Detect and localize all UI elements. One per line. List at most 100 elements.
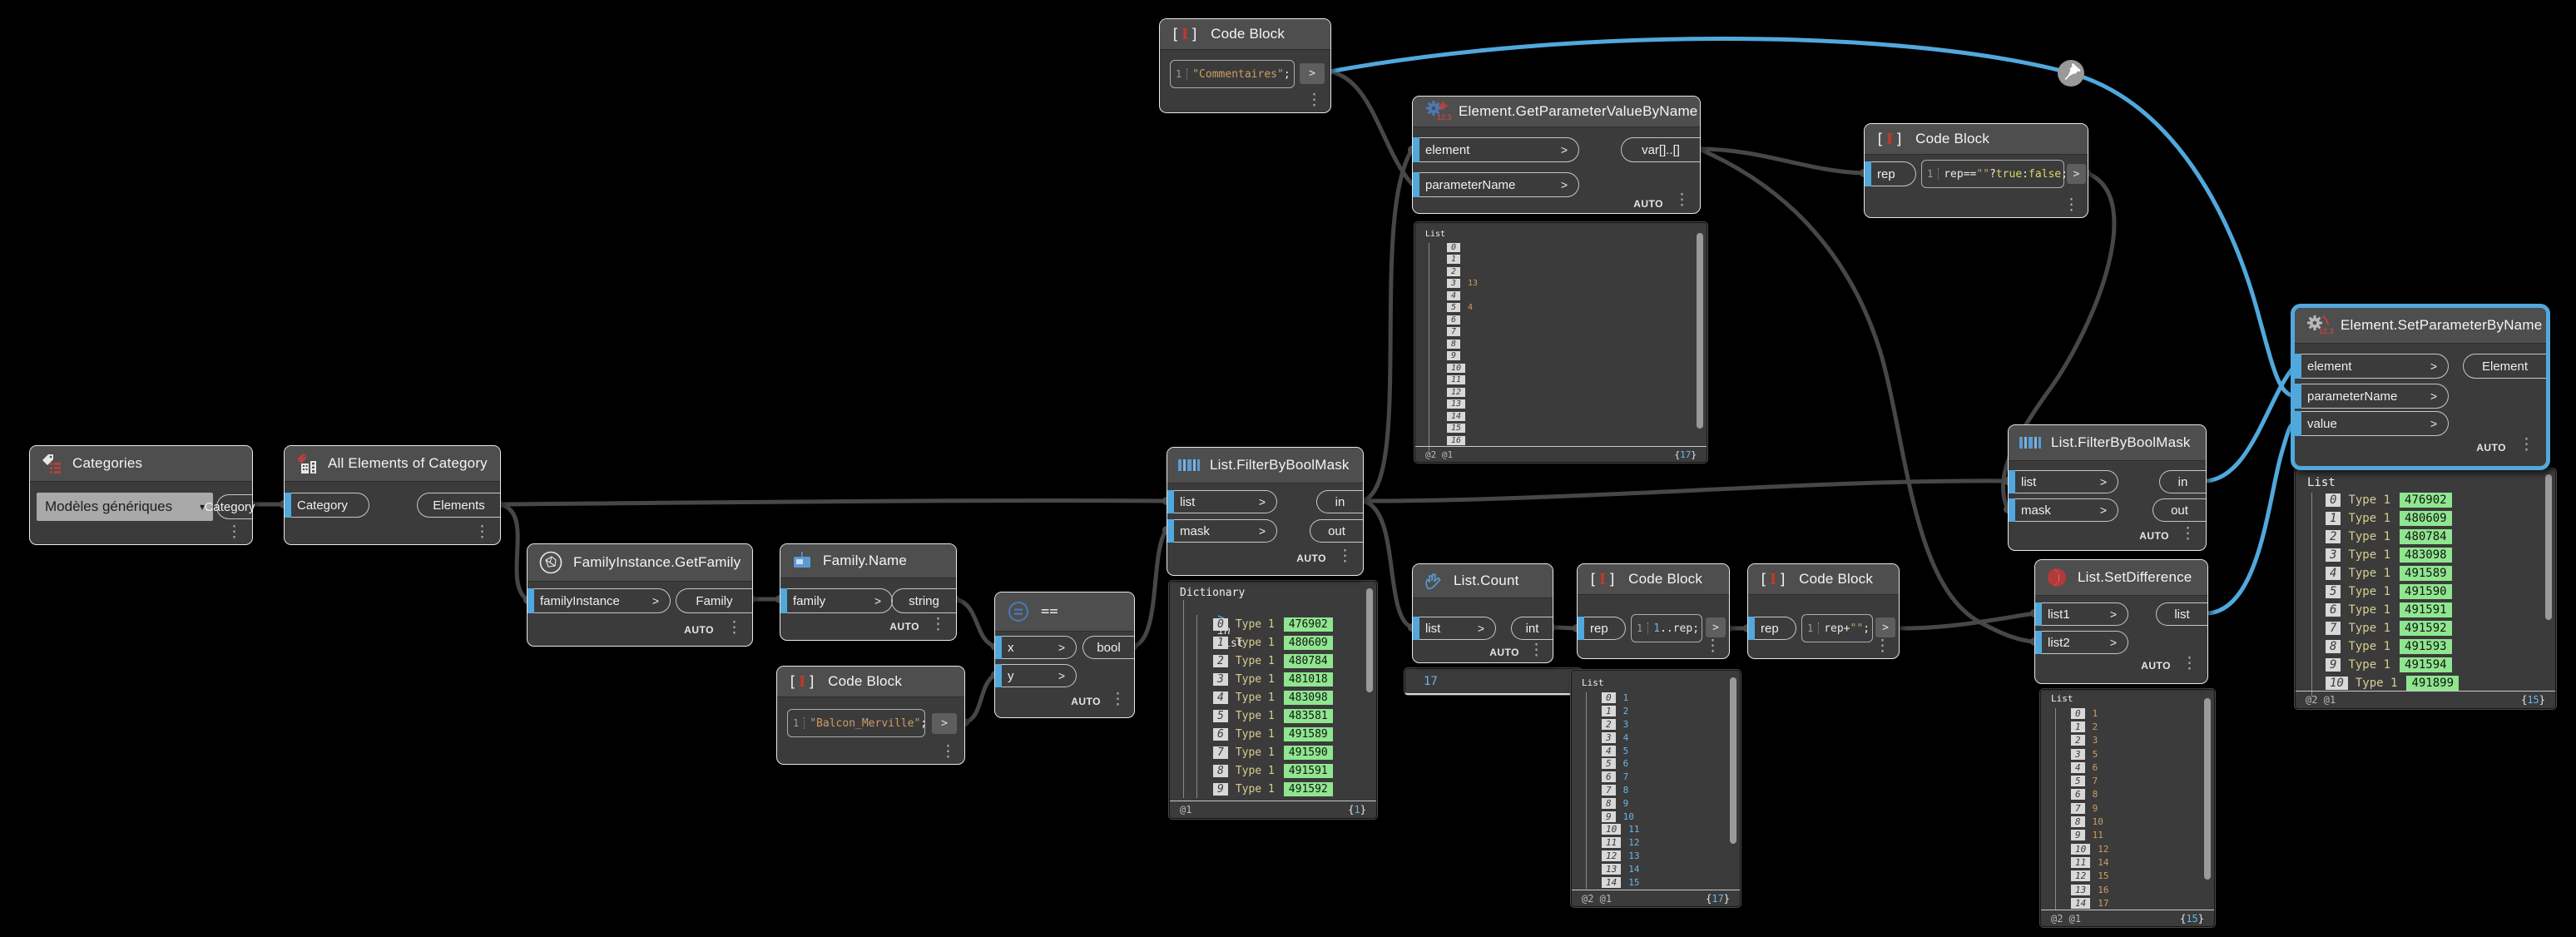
node-list-filterbyboolmask-2[interactable]: List.FilterByBoolMask list> mask> in out… <box>2008 424 2207 551</box>
scrollbar[interactable] <box>1730 677 1736 844</box>
ellipsis-menu[interactable]: ⋮ <box>1110 691 1126 708</box>
scrollbar[interactable] <box>1697 233 1703 429</box>
ellipsis-menu[interactable]: ⋮ <box>474 523 490 541</box>
input-port-rep[interactable]: rep <box>1865 161 1916 186</box>
output-port-list[interactable]: list <box>2156 602 2207 626</box>
wire-fbm1-in-to-listcount[interactable] <box>1360 498 1414 630</box>
lacing-mode[interactable]: AUTO <box>889 621 919 632</box>
output-port-button[interactable]: > <box>1300 63 1325 84</box>
ellipsis-menu[interactable]: ⋮ <box>1705 637 1721 655</box>
ellipsis-menu[interactable]: ⋮ <box>1674 191 1690 209</box>
node-code-block-rep-test[interactable]: [I] Code Block rep 1 rep==""?true:false;… <box>1864 123 2088 218</box>
output-port-element[interactable]: Element <box>2463 354 2546 379</box>
input-port-parametername[interactable]: parameterName> <box>1413 172 1579 197</box>
input-port-rep[interactable]: rep <box>1578 617 1626 640</box>
output-port-in[interactable]: in <box>2159 470 2206 493</box>
scrollbar[interactable] <box>2545 474 2552 620</box>
code-editor[interactable]: 1 1..rep; <box>1631 614 1702 642</box>
output-port-out[interactable]: out <box>1310 519 1363 543</box>
input-port-list[interactable]: list> <box>1413 617 1496 640</box>
input-port-list[interactable]: list> <box>1167 490 1277 513</box>
input-port-mask[interactable]: mask> <box>2009 498 2118 522</box>
scrollbar[interactable] <box>2204 698 2211 880</box>
output-port-button[interactable]: > <box>932 713 957 734</box>
wire-var-to-setdiff-list2[interactable] <box>1697 146 2037 644</box>
input-port-list1[interactable]: list1> <box>2035 602 2128 626</box>
input-port-category[interactable]: Category <box>285 493 369 518</box>
wire-bool-to-fbm1-mask[interactable] <box>1131 528 1169 649</box>
lacing-mode[interactable]: AUTO <box>2476 442 2506 454</box>
wire-fbm1-in-to-fbm2-list[interactable] <box>1360 478 2010 503</box>
output-port-category[interactable]: Category <box>205 494 255 519</box>
lacing-mode[interactable]: AUTO <box>1071 696 1101 707</box>
wire-setdiff-list-to-setparam-value-selected[interactable] <box>2204 421 2297 616</box>
ellipsis-menu[interactable]: ⋮ <box>726 619 742 637</box>
wire-fbm1-in-to-getparam-element[interactable] <box>1360 147 1414 503</box>
ellipsis-menu[interactable]: ⋮ <box>940 743 956 761</box>
lacing-mode[interactable]: AUTO <box>684 624 714 636</box>
input-port-element[interactable]: element> <box>1413 137 1579 162</box>
node-family-name[interactable]: Family.Name family> string AUTO ⋮ <box>780 543 957 641</box>
ellipsis-menu[interactable]: ⋮ <box>1337 548 1353 565</box>
node-code-block-range[interactable]: [I] Code Block rep 1 1..rep; > ⋮ <box>1577 563 1730 659</box>
input-port-mask[interactable]: mask> <box>1167 519 1277 543</box>
node-list-setdifference[interactable]: List.SetDifference list1> list2> list AU… <box>2034 559 2208 684</box>
input-port-parametername[interactable]: parameterName> <box>2295 384 2449 409</box>
node-code-block-tostring[interactable]: [I] Code Block rep 1 rep+""; > ⋮ <box>1747 563 1900 659</box>
wire-cb1-to-getparam-paramname[interactable] <box>1327 69 1414 186</box>
code-editor[interactable]: 1 rep+""; <box>1801 614 1873 642</box>
node-get-parameter-value-by-name[interactable]: 12.3 Element.GetParameterValueByName ele… <box>1412 96 1701 214</box>
code-editor[interactable]: 1 "Commentaires"; <box>1170 60 1295 88</box>
input-port-familyinstance[interactable]: familyInstance> <box>528 588 671 613</box>
output-port-button[interactable]: > <box>1706 617 1726 637</box>
wire-pin[interactable] <box>2058 60 2084 87</box>
node-categories[interactable]: Categories Modèles génériques ▾ Category… <box>29 445 255 545</box>
ellipsis-menu[interactable]: ⋮ <box>1528 642 1544 659</box>
input-port-list2[interactable]: list2> <box>2035 631 2128 654</box>
ellipsis-menu[interactable]: ⋮ <box>2519 436 2534 454</box>
wire-cb2-to-fbm2-mask[interactable] <box>2001 171 2117 512</box>
wire-elements-to-fbm1-list[interactable] <box>497 498 1169 507</box>
wire-string-to-eq-x[interactable] <box>953 597 998 649</box>
wire-cb5-to-setdiff-list1[interactable] <box>1895 611 2037 631</box>
input-port-family[interactable]: family> <box>780 588 893 613</box>
output-port-in[interactable]: in <box>1316 490 1363 513</box>
wire-fbm2-in-to-setparam-element-selected[interactable] <box>2202 364 2297 483</box>
input-port-x[interactable]: x> <box>995 636 1077 659</box>
lacing-mode[interactable]: AUTO <box>1296 553 1326 564</box>
ellipsis-menu[interactable]: ⋮ <box>1875 637 1890 655</box>
output-port-string[interactable]: string <box>891 588 956 613</box>
input-port-value[interactable]: value> <box>2295 411 2449 436</box>
lacing-mode[interactable]: AUTO <box>2139 530 2169 542</box>
ellipsis-menu[interactable]: ⋮ <box>1306 92 1322 109</box>
ellipsis-menu[interactable]: ⋮ <box>930 616 946 633</box>
code-editor[interactable]: 1 "Balcon_Merville"; <box>787 709 927 737</box>
input-port-rep[interactable]: rep <box>1748 617 1796 640</box>
node-familyinstance-getfamily[interactable]: FamilyInstance.GetFamily familyInstance>… <box>527 543 753 647</box>
input-port-list[interactable]: list> <box>2009 470 2118 493</box>
code-editor[interactable]: 1 rep==""?true:false; <box>1921 160 2068 188</box>
node-code-block-commentaires[interactable]: [I] Code Block 1 "Commentaires"; > ⋮ <box>1159 18 1331 113</box>
node-equals[interactable]: == x> y> bool AUTO ⋮ <box>994 592 1135 718</box>
output-port-button[interactable]: > <box>1875 617 1895 637</box>
wire-cb3-to-eq-y[interactable] <box>963 672 998 725</box>
output-port-var[interactable]: var[]..[] <box>1621 137 1700 162</box>
wire-var-to-cb2-rep[interactable] <box>1697 146 1866 176</box>
output-port-out[interactable]: out <box>2152 498 2206 522</box>
output-port-bool[interactable]: bool <box>1082 636 1134 659</box>
ellipsis-menu[interactable]: ⋮ <box>2182 655 2197 672</box>
ellipsis-menu[interactable]: ⋮ <box>226 523 242 541</box>
output-port-int[interactable]: int <box>1511 617 1553 640</box>
scrollbar[interactable] <box>1366 588 1373 692</box>
wire-elements-to-getfamily[interactable] <box>497 502 530 602</box>
node-code-block-balcon[interactable]: [I] Code Block 1 "Balcon_Merville"; > ⋮ <box>776 666 965 765</box>
input-port-y[interactable]: y> <box>995 664 1077 687</box>
node-list-count[interactable]: List.Count list> int AUTO ⋮ <box>1412 563 1553 663</box>
lacing-mode[interactable]: AUTO <box>1489 647 1519 658</box>
output-port-family[interactable]: Family <box>676 588 752 613</box>
lacing-mode[interactable]: AUTO <box>2141 660 2171 672</box>
node-list-filterbyboolmask-1[interactable]: List.FilterByBoolMask list> mask> in out… <box>1167 447 1364 576</box>
ellipsis-menu[interactable]: ⋮ <box>2063 196 2079 214</box>
node-all-elements-of-category[interactable]: All Elements of Category Category Elemen… <box>284 445 501 545</box>
